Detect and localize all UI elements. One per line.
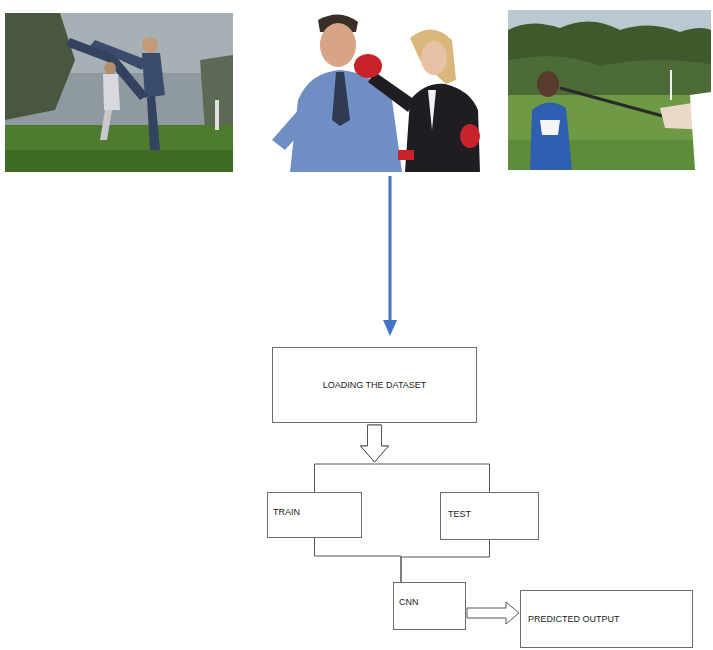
cnn-box: CNN [393, 582, 466, 630]
connector [361, 425, 389, 462]
connector [315, 538, 402, 582]
connector [361, 425, 389, 462]
test-box: TEST [440, 492, 539, 540]
box-label: TRAIN [273, 507, 300, 518]
input-arrow [383, 176, 397, 336]
train-box: TRAIN [267, 492, 362, 538]
boxing-photo [263, 5, 487, 172]
box-label: PREDICTED OUTPUT [528, 614, 620, 625]
box-label: TEST [448, 509, 471, 520]
connector [375, 464, 490, 492]
connector [315, 464, 375, 492]
output-box: PREDICTED OUTPUT [520, 590, 693, 648]
box-label: CNN [399, 597, 419, 608]
park-photo [508, 10, 711, 170]
dataset-box: LOADING THE DATASET [272, 347, 477, 423]
box-label: LOADING THE DATASET [323, 380, 427, 391]
connector [467, 602, 519, 624]
connector [401, 540, 490, 582]
karate-photo [5, 13, 233, 172]
